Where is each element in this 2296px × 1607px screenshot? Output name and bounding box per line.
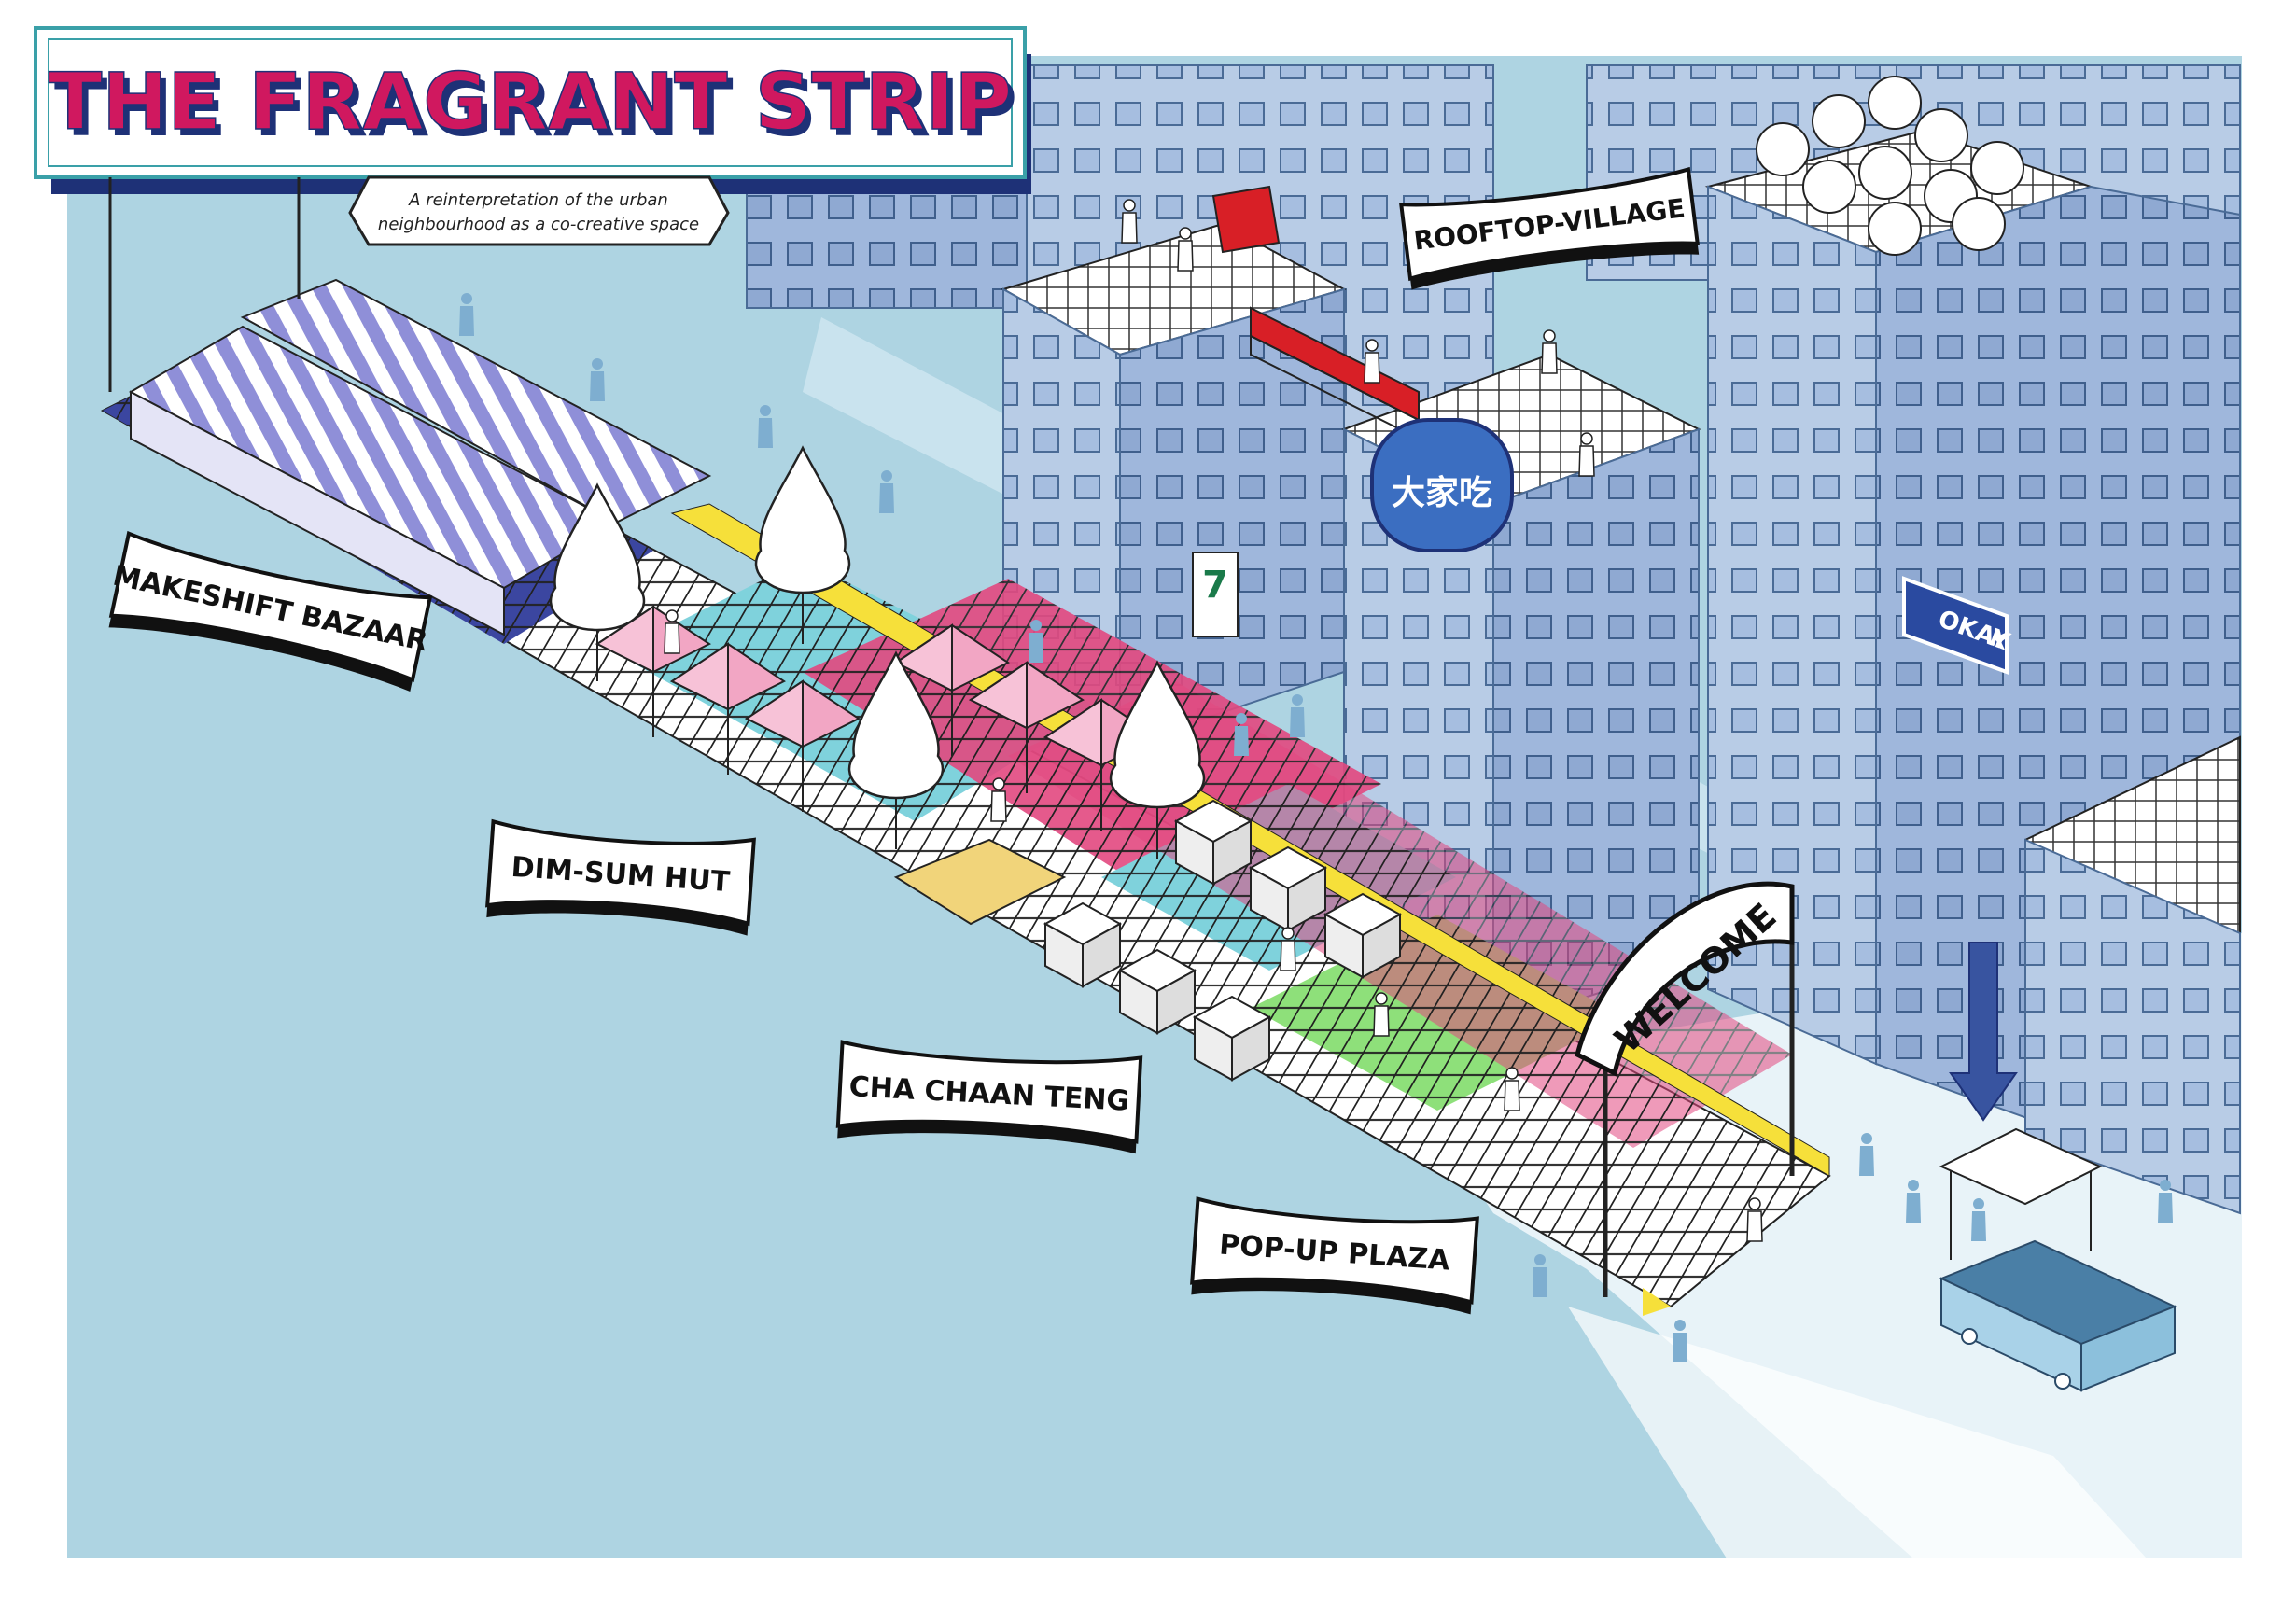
building-far-right — [2024, 735, 2241, 1215]
label-makeshift-bazaar: MAKESHIFT BAZAAR — [108, 530, 433, 692]
person-icon — [1373, 992, 1390, 1037]
person-icon — [1746, 1197, 1763, 1242]
tree-icon — [1868, 76, 1922, 130]
person-icon — [1364, 339, 1380, 384]
tree-icon — [1812, 94, 1866, 148]
person-icon — [590, 358, 605, 401]
person-icon — [1029, 620, 1043, 663]
person-icon — [1290, 694, 1305, 737]
person-icon — [1177, 227, 1194, 272]
subtitle-box — [348, 175, 730, 246]
tree-icon — [1970, 141, 2024, 195]
person-icon — [1859, 1133, 1874, 1176]
tree-icon — [1756, 122, 1810, 176]
subtitle-line-2: neighbourhood as a co-creative space — [378, 215, 699, 234]
seven-sign-text: 7 — [1202, 564, 1228, 607]
person-icon — [1541, 329, 1558, 374]
page-title: THE FRAGRANT STRIP — [49, 56, 1012, 147]
person-icon — [664, 609, 680, 654]
street-lane — [1568, 1307, 2147, 1558]
person-icon — [1533, 1254, 1547, 1297]
seven-eleven-sign: 7 — [1192, 552, 1239, 637]
tree-icon — [1914, 108, 1968, 162]
arrow-down-icon — [1949, 942, 2018, 1122]
tree-icon — [1952, 197, 2006, 251]
subtitle-line-1: A reinterpretation of the urban — [408, 190, 668, 210]
person-icon — [1121, 199, 1138, 244]
label-pop-up-plaza: POP-UP PLAZA — [1190, 1196, 1479, 1315]
person-icon — [2158, 1180, 2173, 1223]
title-banner: THE FRAGRANT STRIP THE FRAGRANT STRIP A … — [34, 26, 1031, 392]
tree-icon — [1868, 202, 1922, 256]
label-dim-sum-hut: DIM-SUM HUT — [485, 818, 756, 936]
tree-icon — [1802, 160, 1856, 214]
person-icon — [990, 777, 1007, 822]
person-icon — [1280, 927, 1296, 971]
person-icon — [459, 293, 474, 336]
title-shadow: THE FRAGRANT STRIP — [54, 63, 1017, 154]
rooftop-trees — [1756, 76, 2024, 256]
daikaxik-sign: 大家吃 — [1370, 418, 1514, 552]
label-rooftop-village: ROOFTOP-VILLAGE — [1399, 166, 1700, 290]
tree-icon — [1858, 146, 1912, 200]
bus-icon — [1939, 1239, 2177, 1392]
person-icon — [1906, 1180, 1921, 1223]
person-icon — [1673, 1320, 1687, 1362]
bazaar-awnings — [128, 278, 712, 636]
label-cha-chaan-teng: CHA CHAAN TENG — [835, 1040, 1143, 1154]
okay-sign: OKAY K — [1902, 576, 2014, 675]
bus-stop-icon — [1939, 1127, 2103, 1260]
person-icon — [1971, 1198, 1986, 1241]
person-icon — [1504, 1067, 1520, 1111]
person-icon — [1578, 432, 1595, 477]
market-stalls — [893, 800, 1401, 1081]
person-icon — [1234, 713, 1249, 756]
person-icon — [879, 470, 894, 513]
person-icon — [758, 405, 773, 448]
daikaxik-sign-text: 大家吃 — [1392, 474, 1492, 512]
yellow-seating — [893, 838, 1067, 926]
